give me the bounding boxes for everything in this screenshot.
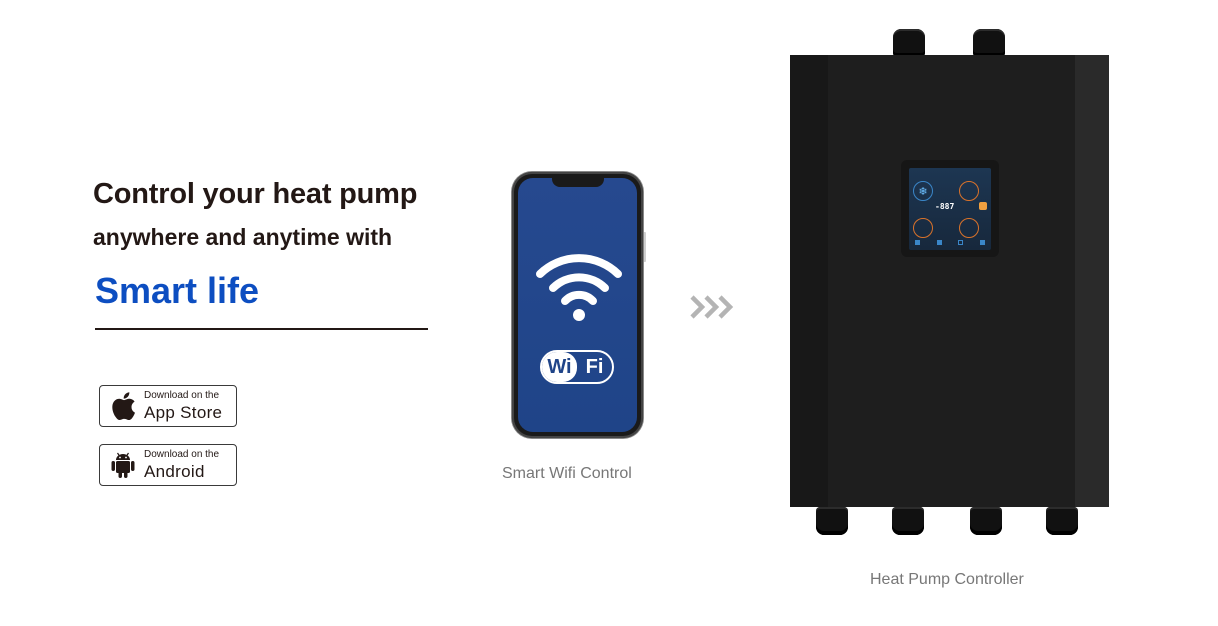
- heating-mode-icon: [913, 218, 933, 238]
- controller-enclosure: [790, 55, 1109, 507]
- controller-display: ❄ -887: [901, 160, 999, 257]
- network-icon: [979, 240, 985, 245]
- android-icon: [108, 450, 138, 480]
- pool-icon: [959, 218, 979, 238]
- cable-gland-top-1: [893, 29, 925, 57]
- hot-water-icon: [959, 181, 979, 201]
- lock-icon: [915, 240, 920, 245]
- cooling-mode-icon: ❄: [913, 181, 933, 201]
- cable-gland-bottom-1: [816, 507, 848, 535]
- wifi-badge-left: Wi: [542, 352, 577, 382]
- brand-name: Smart life: [95, 270, 260, 311]
- phone-illustration: Wi Fi: [512, 172, 643, 438]
- wifi-badge-right: Fi: [585, 355, 604, 378]
- phone-side-button: [643, 232, 646, 262]
- status-indicator: [979, 202, 987, 210]
- android-label: Android: [144, 462, 205, 481]
- phone-notch: [552, 178, 604, 187]
- apple-icon: [108, 391, 138, 421]
- cable-gland-top-2: [973, 29, 1005, 57]
- app-store-button[interactable]: Download on the App Store: [99, 385, 237, 427]
- wifi-badge: Wi Fi: [540, 350, 614, 384]
- android-small-label: Download on the: [144, 449, 220, 460]
- headline-line-1: Control your heat pump: [93, 178, 418, 210]
- wifi-signal-icon: [536, 254, 622, 321]
- lcd-bottom-icons: [915, 240, 985, 245]
- app-store-small-label: Download on the: [144, 390, 220, 401]
- app-store-label: App Store: [144, 403, 223, 422]
- phone-screen: Wi Fi: [518, 178, 637, 432]
- controller-caption: Heat Pump Controller: [870, 571, 1024, 588]
- triple-chevron-right-icon: [690, 294, 736, 325]
- cable-gland-bottom-4: [1046, 507, 1078, 535]
- phone-caption: Smart Wifi Control: [502, 465, 632, 482]
- cable-gland-bottom-2: [892, 507, 924, 535]
- cable-gland-bottom-3: [970, 507, 1002, 535]
- center-reading: -887: [935, 202, 955, 211]
- divider: [95, 328, 428, 330]
- headline-line-2: anywhere and anytime with: [93, 224, 393, 250]
- fan-icon: [936, 240, 942, 245]
- timer-icon: [958, 240, 964, 245]
- android-button[interactable]: Download on the Android: [99, 444, 237, 486]
- lcd-screen: ❄ -887: [909, 168, 991, 250]
